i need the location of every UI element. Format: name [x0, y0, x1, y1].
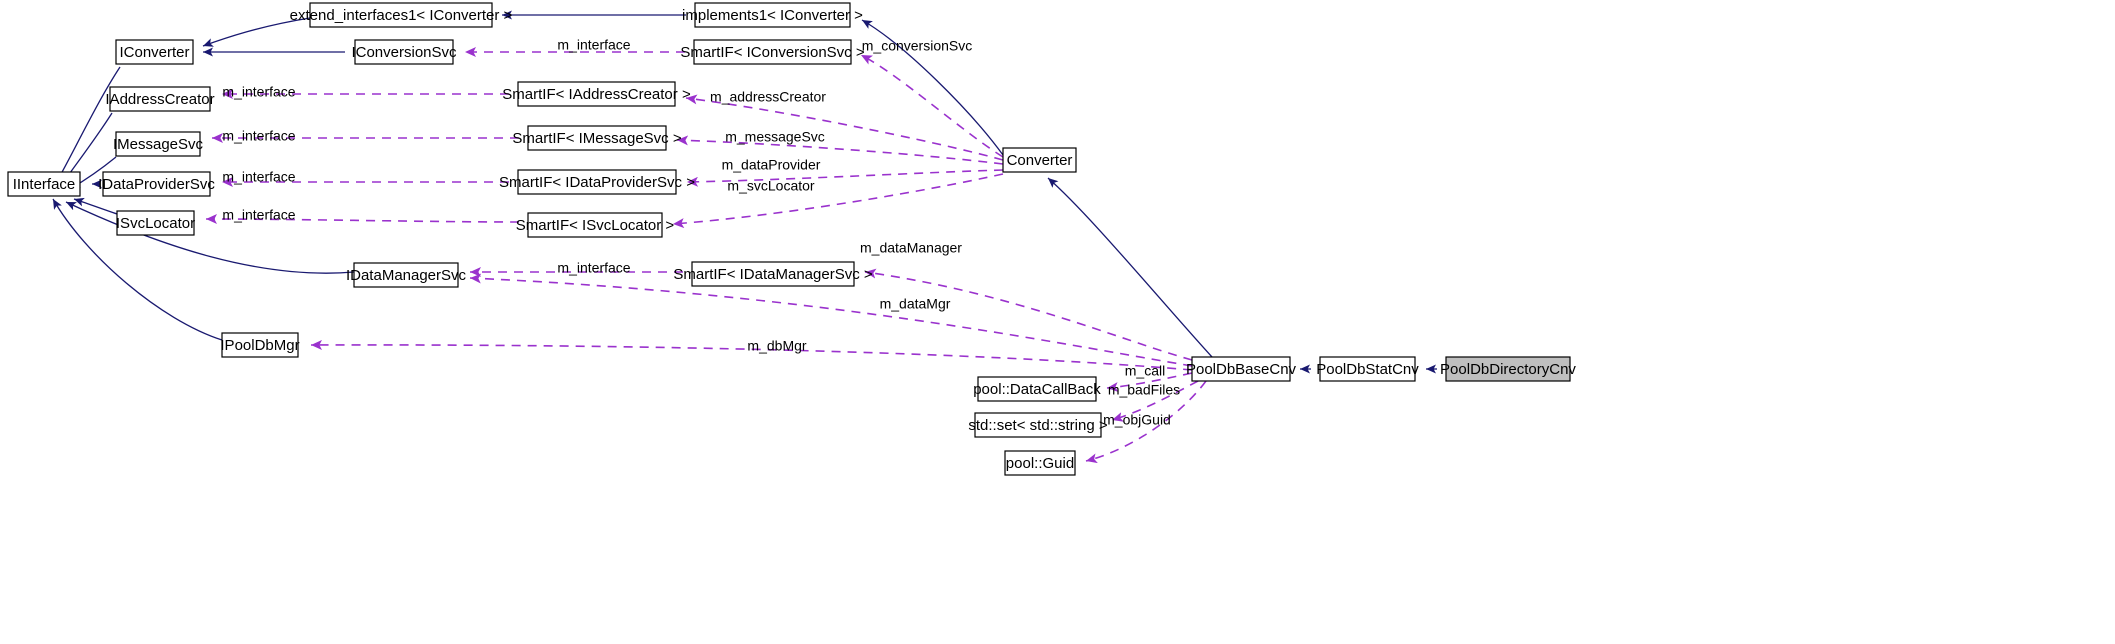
edge-label-lbl_mi_conversionsvc: m_interface — [557, 37, 630, 53]
edge-label-lbl_m_call: m_call — [1125, 363, 1165, 379]
edge-labels-layer: m_interface m_interface m_interface m_inter… — [222, 37, 1180, 428]
class-node-box[interactable] — [527, 125, 667, 151]
class-node-box[interactable] — [693, 39, 852, 65]
class-node-IInterface[interactable]: IInterface — [7, 171, 81, 197]
edge-label-lbl_m_datamanager: m_dataManager — [860, 240, 962, 256]
class-node-implements1[interactable]: implements1< IConverter > — [682, 2, 863, 28]
class-node-box[interactable] — [7, 171, 81, 197]
class-node-ISvcLocator[interactable]: ISvcLocator — [116, 210, 195, 236]
class-node-box[interactable] — [115, 39, 194, 65]
edge-label-lbl_m_objguid: m_objGuid — [1103, 412, 1171, 428]
class-node-box[interactable] — [221, 332, 299, 358]
edge-pooldbbasecnv-to-ipooldbmgr — [310, 339, 1193, 371]
class-node-SmartIF_IMessageSvc[interactable]: SmartIF< IMessageSvc > — [512, 125, 682, 151]
class-node-IDataManagerSvc[interactable]: IDataManagerSvc — [346, 262, 467, 288]
class-node-box[interactable] — [694, 2, 851, 28]
class-node-box[interactable] — [1191, 356, 1291, 382]
class-node-pool_Guid[interactable]: pool::Guid — [1004, 450, 1076, 476]
class-node-SmartIF_IAddressCreator[interactable]: SmartIF< IAddressCreator > — [502, 81, 691, 107]
edge-pooldbbasecnv-to-smartif-idatamanagersvc — [864, 268, 1193, 361]
edge-label-lbl_mi_addresscreator: m_interface — [222, 84, 295, 100]
class-node-box[interactable] — [1002, 147, 1077, 173]
edge-label-lbl_mi_datamanagersvc: m_interface — [557, 260, 630, 276]
class-node-box[interactable] — [116, 210, 195, 236]
edge-pooldbbasecnv-to-pool-guid — [1085, 380, 1207, 464]
class-node-IDataProviderSvc[interactable]: IDataProviderSvc — [98, 171, 215, 197]
class-node-box[interactable] — [974, 412, 1102, 438]
edge-label-lbl_mi_messagesvc: m_interface — [222, 128, 295, 144]
edge-label-lbl_m_addresscreator: m_addressCreator — [710, 89, 826, 105]
edge-idatamanagersvc-to-iinterface — [65, 201, 355, 274]
class-node-SmartIF_IDataProviderSvc[interactable]: SmartIF< IDataProviderSvc > — [499, 169, 695, 195]
edge-label-lbl_m_dbmgr: m_dbMgr — [747, 338, 806, 354]
class-node-box[interactable] — [309, 2, 493, 28]
class-node-SmartIF_IDataManagerSvc[interactable]: SmartIF< IDataManagerSvc > — [673, 261, 873, 287]
class-node-PoolDbStatCnv[interactable]: PoolDbStatCnv — [1316, 356, 1419, 382]
class-node-IPoolDbMgr[interactable]: IPoolDbMgr — [220, 332, 300, 358]
class-node-box[interactable] — [527, 212, 663, 238]
class-node-box[interactable] — [1445, 356, 1571, 382]
class-node-box[interactable] — [115, 131, 201, 157]
class-node-box[interactable] — [1004, 450, 1076, 476]
edge-label-lbl_m_datamgr: m_dataMgr — [880, 296, 951, 312]
class-node-box[interactable] — [102, 171, 211, 197]
edge-label-lbl_m_conversionsvc: m_conversionSvc — [862, 38, 973, 54]
class-node-pool_DataCallBack[interactable]: pool::DataCallBack — [973, 376, 1101, 402]
class-node-SmartIF_ISvcLocator[interactable]: SmartIF< ISvcLocator > — [516, 212, 675, 238]
class-node-PoolDbDirectoryCnv[interactable]: PoolDbDirectoryCnv — [1440, 356, 1576, 382]
edge-pooldbbasecnv-to-std-set-string — [1111, 380, 1199, 422]
class-node-extend_interfaces1[interactable]: extend_interfaces1< IConverter > — [290, 2, 513, 28]
class-node-IConversionSvc[interactable]: IConversionSvc — [351, 39, 457, 65]
class-node-IMessageSvc[interactable]: IMessageSvc — [113, 131, 204, 157]
edge-isvclocator-to-iinterface — [73, 197, 121, 216]
edge-ipooldbmgr-to-iinterface — [52, 198, 223, 341]
edge-converter-to-smartif-iconversionsvc — [860, 54, 1004, 158]
class-node-box[interactable] — [354, 39, 454, 65]
class-node-box[interactable] — [517, 169, 677, 195]
inheritance-edges — [51, 10, 1437, 374]
edge-pooldbbasecnv-to-pool-datacallback — [1106, 372, 1193, 393]
nodes-layer: extend_interfaces1< IConverter > implemen… — [7, 2, 1576, 476]
class-node-box[interactable] — [691, 261, 855, 287]
edge-converter-to-implements1 — [861, 19, 1004, 156]
class-node-box[interactable] — [517, 81, 676, 107]
class-node-IConverter[interactable]: IConverter — [115, 39, 194, 65]
class-node-SmartIF_IConversionSvc[interactable]: SmartIF< IConversionSvc > — [680, 39, 865, 65]
edge-converter-to-smartif-imessagesvc — [676, 135, 1004, 165]
edge-pooldbbasecnv-to-converter — [1047, 177, 1213, 358]
edge-converter-to-smartif-idataprovidersvc — [686, 169, 1004, 187]
edge-converter-to-smartif-iaddresscreator — [685, 94, 1004, 161]
class-node-box[interactable] — [1319, 356, 1416, 382]
class-node-Converter[interactable]: Converter — [1002, 147, 1077, 173]
class-node-std_set_string[interactable]: std::set< std::string > — [968, 412, 1108, 438]
class-node-box[interactable] — [977, 376, 1097, 402]
class-node-PoolDbBaseCnv[interactable]: PoolDbBaseCnv — [1186, 356, 1297, 382]
edge-smartif-isvclocator-to-isvclocator — [205, 214, 520, 225]
edge-converter-to-smartif-isvclocator — [672, 173, 1004, 229]
class-node-IAddressCreator[interactable]: IAddressCreator — [105, 86, 215, 112]
class-node-box[interactable] — [109, 86, 211, 112]
edge-label-lbl_m_dataprovider: m_dataProvider — [722, 157, 821, 173]
class-node-box[interactable] — [353, 262, 459, 288]
usage-edges — [205, 47, 1207, 464]
edge-label-lbl_mi_svclocator: m_interface — [222, 207, 295, 223]
edge-pooldbbasecnv-to-idatamanagersvc — [469, 273, 1193, 367]
edge-extend-interfaces1-to-iconverter — [202, 17, 311, 47]
